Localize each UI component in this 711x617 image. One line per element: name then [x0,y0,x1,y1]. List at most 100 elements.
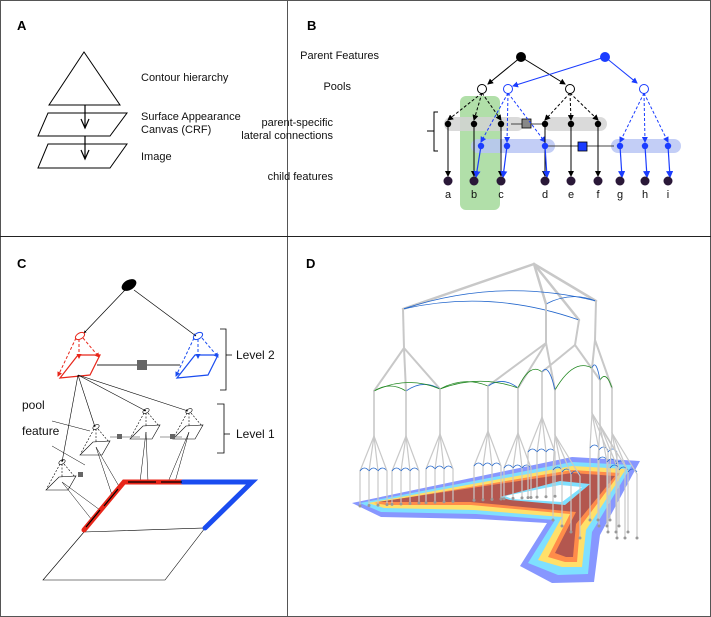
tree-edge [599,424,608,463]
tree-leaf [433,500,437,504]
tree-leaf [367,504,371,508]
image-plane [37,143,128,169]
tree-edge [552,434,556,471]
lateral-node-gray [444,120,452,128]
level1-factor [170,434,175,439]
tree-leaf [399,502,403,506]
level1-module [172,408,204,440]
tree-edge [609,432,613,469]
tree-leaf [376,503,380,507]
child-letter-b: b [471,189,477,201]
tree-leaf [502,497,506,501]
tree-leaf [499,497,503,501]
tree-edge [517,432,532,469]
tree-leaf [535,495,539,499]
lateral-arc [405,384,441,392]
tree-edge [391,435,407,472]
tree-leaf [520,496,524,500]
tree-leaf [442,500,446,504]
lateral-node-blue [641,142,649,150]
tree-edge [554,434,581,477]
tree-leaf [569,530,573,534]
contour-blue [180,479,259,531]
tree-edge [403,347,441,390]
pool-2 [503,84,513,94]
lateral-arc [541,368,556,391]
tree-leaf [560,524,564,528]
image-label: Image [141,151,172,163]
tree-edge [503,432,519,469]
child-letter-i: i [667,189,669,201]
lateral-arc [359,467,370,472]
tree-leaf [606,530,610,534]
child-feature-e [566,176,576,186]
tree-leaf [358,504,362,508]
tree-edge [532,262,598,303]
lateral-arc [527,448,538,453]
pool-1 [477,84,487,94]
surface-canvas-plane [37,112,128,137]
panel-c-label: C [17,256,27,271]
tree-edge [425,433,441,470]
tree-edge [373,435,388,472]
tree-leaf [385,503,389,507]
tree-edge [545,342,556,391]
lateral-node-gray [567,120,575,128]
tree-edge [373,347,405,392]
parent-features-label: Parent Features [300,50,379,62]
level1-module [129,408,161,440]
tree-leaf [390,502,394,506]
pool-annotation: pool [22,398,45,412]
child-letter-d: d [542,189,548,201]
pool-3 [565,84,575,94]
tree-edge [487,430,493,467]
tree-leaf [490,497,494,501]
tree-edge [554,434,563,473]
lateral-arc [402,290,597,310]
lateral-arc [536,448,547,453]
lateral-arc [434,465,445,470]
tree-leaf [605,524,609,528]
tree-leaf [578,536,582,540]
level1-module [45,459,77,491]
lateral-band-gray-right [543,117,607,131]
tree-edge [517,342,547,389]
tree-edge [405,435,411,472]
tree-edge [527,416,543,453]
tree-leaf [617,524,621,528]
lateral-arc [368,467,379,472]
child-letter-a: a [445,189,452,201]
tree-leaf [529,495,533,499]
lateral-arc [482,462,493,467]
tree-edge [439,433,445,470]
panel-a-label: A [17,18,27,33]
feature-annotation: feature [22,424,60,438]
tree-edge [473,430,489,467]
tree-edge [541,416,556,453]
lateral-node-blue [503,142,511,150]
tree-leaf [544,495,548,499]
tree-edge [373,435,379,472]
level2-blue-module [175,331,219,379]
tree-edge [597,424,601,461]
tree-leaf [615,536,619,540]
child-features-label: child features [267,171,333,183]
tree-edge [487,342,547,387]
contour-hierarchy-label: Contour hierarchy [141,72,229,84]
tree-leaf [588,518,592,522]
lateral-arc [570,470,581,475]
panel-b-label: B [307,18,317,33]
lateral-band-blue-left [471,139,555,153]
lateral-arc [503,464,514,469]
tree-edge [611,432,638,475]
tree-edge [400,435,407,472]
tree-edge [487,430,502,467]
tree-edge [574,344,601,381]
tree-leaf [551,518,555,522]
tree-leaf [408,502,412,505]
tree-leaf [511,496,515,500]
tree-edge [591,412,600,451]
